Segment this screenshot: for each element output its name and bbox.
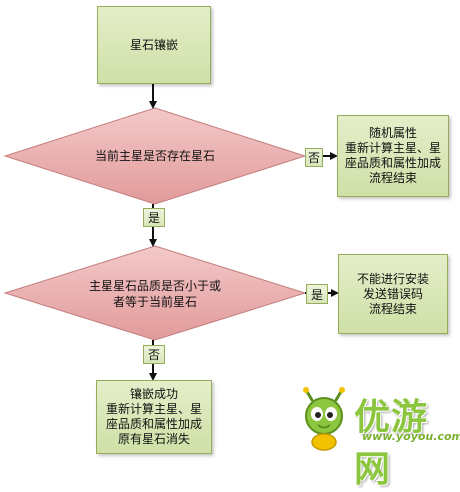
decision1-no-tag: 否 <box>305 148 323 167</box>
final-result-box: 镶嵌成功 重新计算主星、星 座品质和属性加成 原有星石消失 <box>96 380 212 454</box>
start-box: 星石镶嵌 <box>97 6 211 84</box>
decision2-label: 主星星石品质是否小于或 者等于当前星石 <box>88 279 221 309</box>
branch2-result-box: 不能进行安装 发送错误码 流程结束 <box>338 254 448 334</box>
branch1-result-box: 随机属性 重新计算主星、星 座品质和属性加成 流程结束 <box>337 115 449 197</box>
flowchart: 星石镶嵌 当前主星是否存在星石 否 随机属性 重新计算主星、星 座品质和属性加成… <box>3 6 460 490</box>
yoyou-logo-mascot <box>303 387 345 451</box>
branch2-result-label: 不能进行安装 发送错误码 流程结束 <box>356 271 429 316</box>
decision1-label: 当前主星是否存在星石 <box>94 149 215 163</box>
decision1-yes-tag: 是 <box>143 208 165 227</box>
final-result-label: 镶嵌成功 重新计算主星、星 座品质和属性加成 原有星石消失 <box>105 387 202 446</box>
start-label: 星石镶嵌 <box>129 37 178 52</box>
branch1-result-label: 随机属性 重新计算主星、星 座品质和属性加成 流程结束 <box>344 126 441 185</box>
watermark-url: www.yoyou.com <box>362 430 460 443</box>
flowchart-connectors <box>3 84 339 381</box>
decision1-shape <box>3 107 307 205</box>
decision2-shape <box>3 245 307 341</box>
decision2-yes-tag: 是 <box>306 284 328 304</box>
decision2-no-tag: 否 <box>143 345 165 364</box>
